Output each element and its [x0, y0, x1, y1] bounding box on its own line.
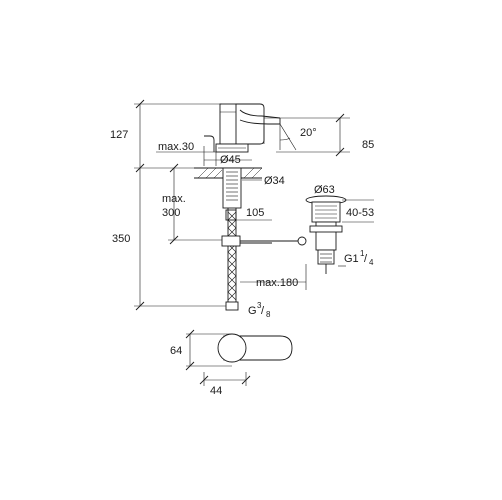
mounting-shank: [222, 167, 242, 221]
spout-angle: [264, 117, 350, 153]
svg-text:1: 1: [360, 249, 365, 258]
label-dia-34: Ø34: [264, 175, 285, 187]
supply-hose: [225, 208, 239, 311]
label-85: 85: [362, 139, 374, 151]
drain-assembly: [272, 195, 347, 274]
svg-text:/: /: [261, 305, 265, 317]
label-dia-45: Ø45: [220, 154, 241, 166]
svg-text:G1: G1: [344, 253, 359, 265]
svg-text:3: 3: [257, 301, 262, 310]
top-view: [186, 333, 293, 386]
faucet-body: [204, 103, 281, 153]
label-max-180: max.180: [256, 277, 298, 289]
label-max-line1: max.: [162, 193, 186, 205]
label-64: 64: [170, 345, 182, 357]
label-127: 127: [110, 129, 128, 141]
label-dia-63: Ø63: [314, 184, 335, 196]
label-max-30: max.30: [158, 141, 194, 153]
label-350: 350: [112, 233, 130, 245]
label-40-53: 40-53: [346, 207, 374, 219]
label-300: 300: [162, 207, 180, 219]
label-105: 105: [246, 207, 264, 219]
label-g1-quarter: G1 1 / 4: [344, 249, 374, 267]
label-angle-20: 20°: [300, 127, 317, 139]
dimension-lines: [134, 103, 374, 307]
svg-text:4: 4: [369, 258, 374, 267]
dimension-ticks: [135, 99, 345, 385]
label-44: 44: [210, 385, 222, 397]
svg-text:G: G: [248, 305, 257, 317]
label-g-3-8: G 3 / 8: [248, 301, 271, 319]
svg-text:8: 8: [266, 310, 271, 319]
control-valve: [221, 235, 272, 247]
svg-text:/: /: [364, 253, 368, 265]
